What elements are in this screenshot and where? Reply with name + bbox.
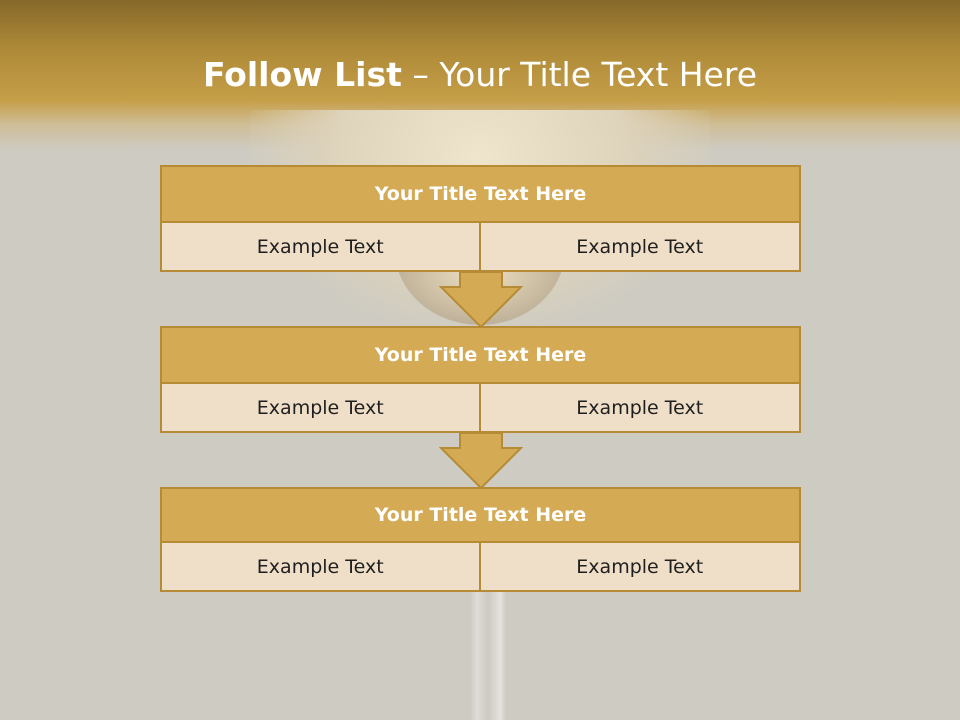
list-block-2: Your Title Text Here Example Text Exampl…	[160, 326, 801, 433]
block-row: Example Text Example Text	[160, 384, 801, 433]
block-cell-right: Example Text	[480, 543, 801, 592]
page-title-bold: Follow List	[202, 55, 402, 94]
page-title: Follow List – Your Title Text Here	[0, 52, 960, 98]
page-title-rest: – Your Title Text Here	[412, 55, 758, 94]
block-cell-right: Example Text	[480, 223, 801, 272]
block-title: Your Title Text Here	[160, 165, 801, 223]
block-cell-right: Example Text	[480, 384, 801, 433]
down-arrow-icon	[439, 432, 523, 490]
down-arrow-icon	[439, 271, 523, 329]
block-title: Your Title Text Here	[160, 326, 801, 384]
glass-stem-image	[470, 592, 506, 720]
block-cell-left: Example Text	[160, 543, 481, 592]
list-block-3: Your Title Text Here Example Text Exampl…	[160, 487, 801, 592]
block-cell-left: Example Text	[160, 384, 481, 433]
list-block-1: Your Title Text Here Example Text Exampl…	[160, 165, 801, 272]
block-title: Your Title Text Here	[160, 487, 801, 543]
block-row: Example Text Example Text	[160, 543, 801, 592]
block-cell-left: Example Text	[160, 223, 481, 272]
block-row: Example Text Example Text	[160, 223, 801, 272]
